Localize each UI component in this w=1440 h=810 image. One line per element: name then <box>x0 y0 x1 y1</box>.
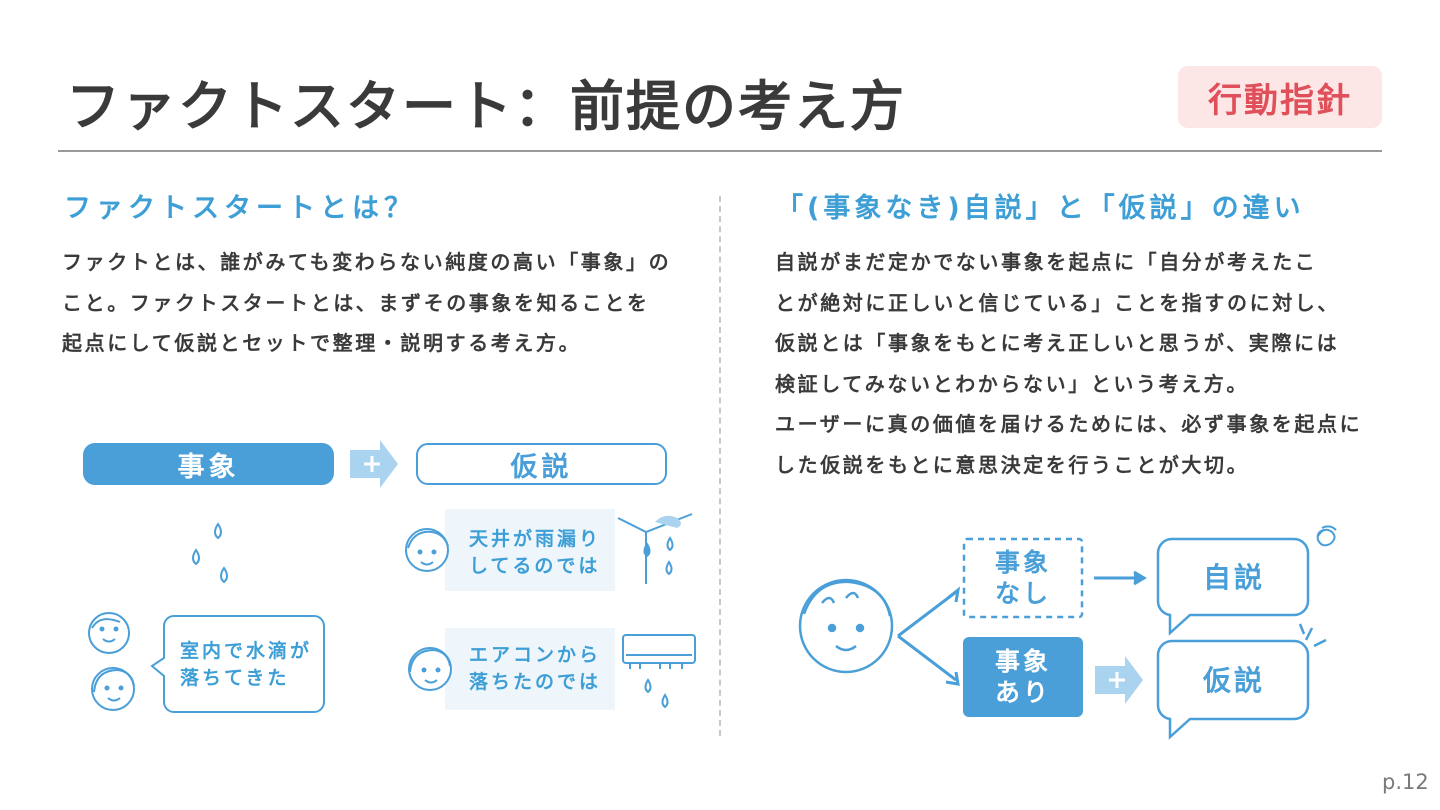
with-event-line: 事象 <box>994 647 1051 676</box>
air-conditioner-icon <box>622 634 696 709</box>
left-body: ファクトとは、誰がみても変わらない純度の高い「事象」の こと。ファクトスタートと… <box>62 242 671 364</box>
no-event-label: 事象 なし <box>964 539 1082 617</box>
no-event-box <box>962 537 1084 619</box>
event-label: 事象 <box>83 443 334 485</box>
left-body-line: 起点にして仮説とセットで整理・説明する考え方。 <box>62 331 582 355</box>
right-body-line: した仮説をもとに意思決定を行うことが大切。 <box>775 452 1250 477</box>
person-face-icon <box>405 528 452 691</box>
with-event-line: あり <box>994 678 1051 707</box>
hypothesis-text-1: 天井が雨漏り してるのでは <box>469 526 601 580</box>
hypothesis-text-2: エアコンから 落ちたのでは <box>469 642 601 696</box>
hypothesis-box <box>445 628 615 710</box>
observation-line: 室内で水滴が <box>180 640 313 662</box>
left-body-line: ファクトとは、誰がみても変わらない純度の高い「事象」の <box>62 250 672 274</box>
ceiling-leak-icon <box>617 513 693 584</box>
people-icon <box>88 612 135 711</box>
left-body-line: こと。ファクトスタートとは、まずその事象を知ることを <box>62 290 650 315</box>
right-body-line: 検証してみないとわからない」という考え方。 <box>775 371 1249 396</box>
speech-bubble <box>150 615 325 713</box>
water-drops-icon <box>192 522 228 584</box>
hypothesis-line: 天井が雨漏り <box>469 528 602 550</box>
hypothesis-label: 仮説 <box>416 443 667 485</box>
emphasis-lines-icon <box>1298 623 1327 648</box>
with-event-box <box>963 637 1083 717</box>
right-body-line: 仮説とは「事象をもとに考え正しいと思うが、実際には <box>775 331 1340 355</box>
branch-lines <box>897 586 961 686</box>
no-event-line: 事象 <box>994 548 1051 577</box>
column-divider <box>719 196 721 736</box>
plus-arrow-icon <box>1095 656 1143 704</box>
own-theory-bubble <box>1156 537 1310 636</box>
right-body-line: とが絶対に正しいと信じている」ことを指すのに対し、 <box>775 290 1340 315</box>
left-heading: ファクトスタートとは？ <box>64 193 416 224</box>
right-heading: 「(事象なき)自説」と「仮説」の違い <box>776 193 1305 224</box>
page-title: ファクトスタート：前提の考え方 <box>66 75 906 138</box>
spiral-icon <box>1316 525 1337 547</box>
no-event-line: なし <box>994 579 1051 608</box>
right-hypothesis-label: 仮説 <box>1202 663 1265 697</box>
own-theory-label: 自説 <box>1202 560 1265 594</box>
arrow-right-icon <box>1094 570 1147 586</box>
hypothesis-line: エアコンから <box>469 644 602 666</box>
right-body-line: ユーザーに真の価値を届けるためには、必ず事象を起点に <box>775 412 1363 436</box>
page-number: p.12 <box>1382 770 1429 794</box>
header-divider <box>58 150 1382 152</box>
right-body: 自説がまだ定かでない事象を起点に「自分が考えたこ とが絶対に正しいと信じている」… <box>775 242 1362 485</box>
category-badge: 行動指針 <box>1178 66 1382 128</box>
hypothesis-bubble <box>1156 639 1310 740</box>
hypothesis-line: 落ちたのでは <box>469 671 602 693</box>
with-event-label: 事象 あり <box>963 637 1083 717</box>
plus-arrow-icon <box>350 440 398 488</box>
hypothesis-box <box>445 509 615 591</box>
observation-line: 落ちてきた <box>180 667 290 689</box>
person-face-icon <box>798 578 894 674</box>
observation-text: 室内で水滴が 落ちてきた <box>180 638 312 692</box>
right-body-line: 自説がまだ定かでない事象を起点に「自分が考えたこ <box>775 250 1318 274</box>
hypothesis-line: してるのでは <box>469 555 601 577</box>
